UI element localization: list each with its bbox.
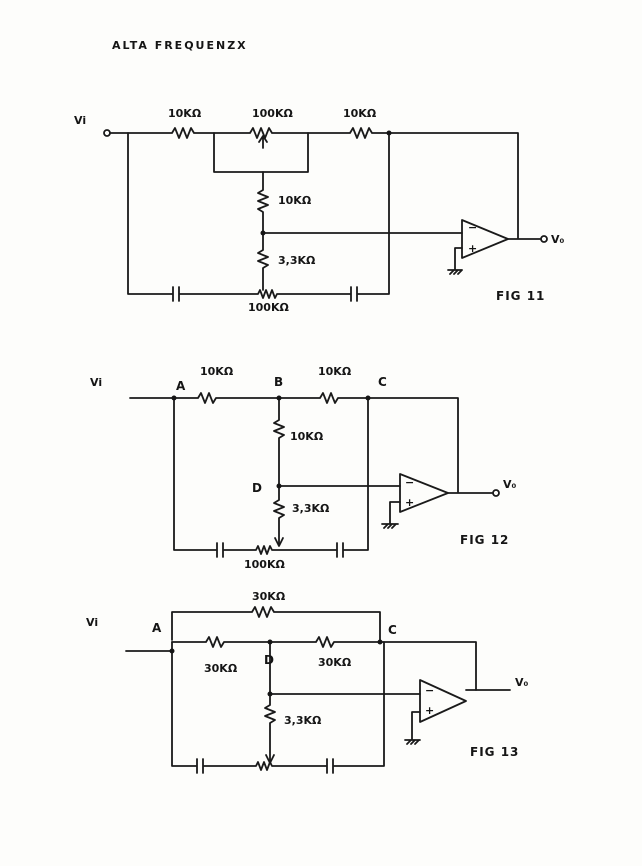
fig12-rmid-label: 10KΩ	[290, 430, 324, 443]
fig12-rlow-label: 3,3KΩ	[292, 502, 330, 515]
fig12-vin-label: Vi	[90, 376, 102, 389]
fig13-opamp	[419, 679, 467, 723]
svg-text:−: −	[425, 684, 434, 697]
fig13-rtop-label: 30KΩ	[252, 590, 286, 603]
fig12-node-a: A	[176, 379, 186, 393]
fig12-node-c: C	[378, 375, 387, 389]
svg-text:+: +	[468, 242, 477, 255]
svg-text:+: +	[425, 704, 434, 717]
fig13-node-a: A	[152, 621, 162, 635]
fig11-r2-label: 10KΩ	[343, 107, 377, 120]
circuit-fig-11: Vi − + V₀ 10KΩ 100KΩ 10KΩ 10KΩ 3,3KΩ 100…	[74, 107, 565, 314]
fig13-rlow-label: 3,3KΩ	[284, 714, 322, 727]
svg-text:+: +	[405, 496, 414, 509]
page-title: ALTA FREQUENZX	[112, 39, 248, 52]
fig13-node-d: D	[264, 653, 274, 667]
fig13-r1-label: 30KΩ	[204, 662, 238, 675]
fig11-caption: FIG 11	[496, 289, 545, 303]
fig11-rlow-label: 3,3KΩ	[278, 254, 316, 267]
fig12-node-b: B	[274, 375, 283, 389]
fig12-caption: FIG 12	[460, 533, 509, 547]
fig13-node-c: C	[388, 623, 397, 637]
svg-text:−: −	[468, 221, 477, 234]
fig11-r1-label: 10KΩ	[168, 107, 202, 120]
fig13-vin-label: Vi	[86, 616, 98, 629]
fig11-vout-label: V₀	[551, 233, 565, 246]
fig11-rmid-label: 10KΩ	[278, 194, 312, 207]
fig13-r2-label: 30KΩ	[318, 656, 352, 669]
fig13-caption: FIG 13	[470, 745, 519, 759]
fig12-opamp	[399, 473, 449, 513]
fig12-r2-label: 10KΩ	[318, 365, 352, 378]
fig11-pot-bottom-label: 100KΩ	[248, 301, 289, 314]
fig12-pot-bottom-label: 100KΩ	[244, 558, 285, 571]
fig13-vout-label: V₀	[515, 676, 529, 689]
svg-text:−: −	[405, 476, 414, 489]
fig11-opamp	[461, 219, 509, 259]
fig12-vout-label: V₀	[503, 478, 517, 491]
fig11-pot-top-label: 100KΩ	[252, 107, 293, 120]
fig11-vin-label: Vi	[74, 114, 86, 127]
circuit-fig-12: Vi − + V₀ A B C D 10KΩ 10KΩ 10KΩ 3,3KΩ 1…	[90, 365, 517, 571]
fig12-r1-label: 10KΩ	[200, 365, 234, 378]
fig11-top-line	[109, 127, 519, 239]
fig12-node-d: D	[252, 481, 262, 495]
circuit-fig-13: Vi − + V₀ A C D 30KΩ 30KΩ 30KΩ 3,3KΩ FIG…	[86, 590, 529, 774]
